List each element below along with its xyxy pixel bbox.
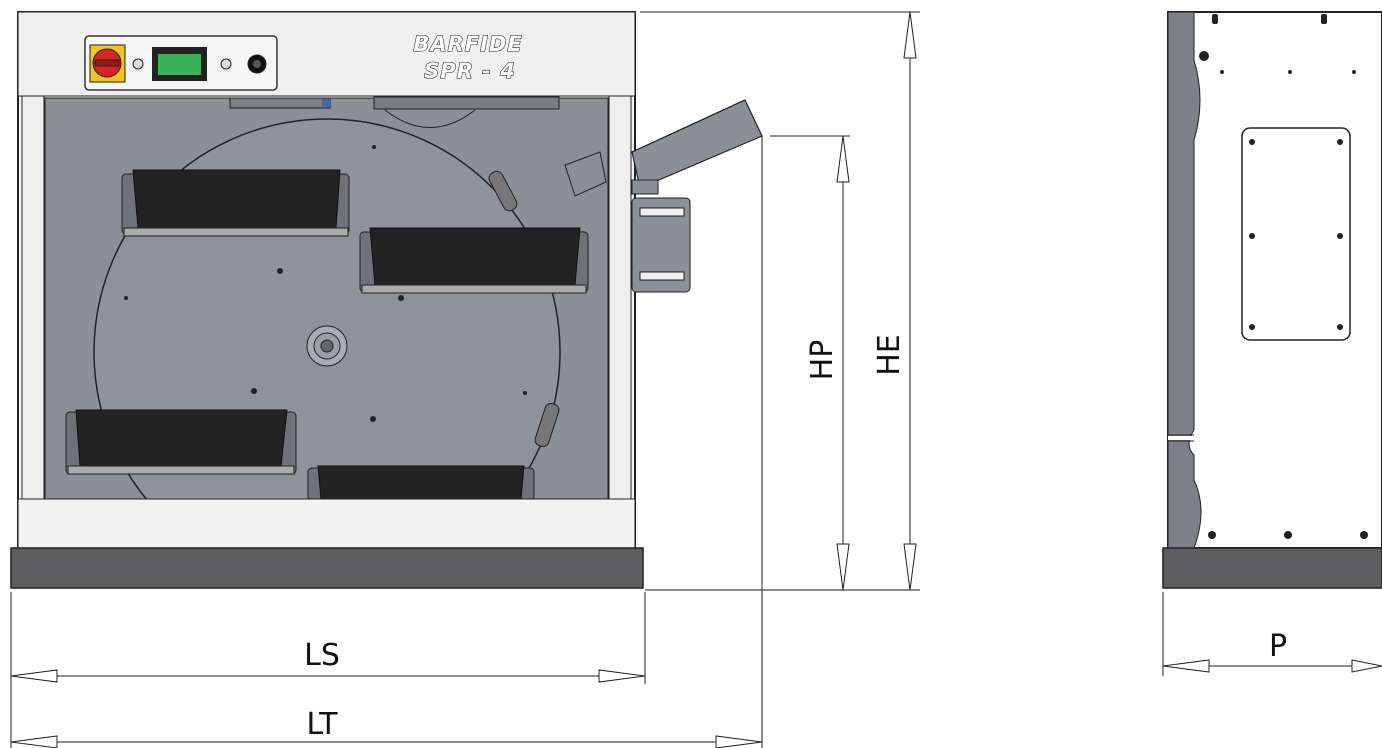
top-bolts — [1199, 14, 1356, 74]
trough — [121, 169, 350, 237]
side-profile — [1167, 11, 1202, 549]
ls-dimension: LS — [10, 638, 646, 683]
front-view: BARFIDE SPR - 4 — [10, 11, 763, 589]
trough — [65, 409, 297, 475]
brand-label: BARFIDE — [413, 32, 522, 56]
plate-bolts — [1249, 139, 1343, 330]
left-upright — [21, 95, 45, 500]
trough — [359, 227, 589, 294]
bottom-frame — [17, 498, 636, 549]
base-plinth — [10, 547, 644, 589]
side-chute — [564, 99, 763, 293]
disc-bolts — [124, 145, 527, 422]
indicator-icon — [132, 58, 144, 70]
disc-hub-icon — [306, 325, 348, 367]
front-dimensions: HP HE LS LT — [10, 11, 920, 748]
model-label: SPR - 4 — [424, 59, 516, 83]
he-dimension: HE — [872, 11, 917, 591]
main-switch-icon — [89, 44, 126, 83]
inspection-plate — [1241, 127, 1351, 341]
display-screen — [152, 47, 207, 81]
he-label: HE — [872, 334, 907, 376]
indicator-icon — [220, 58, 232, 70]
hp-dimension: HP — [805, 135, 850, 591]
right-upright — [608, 95, 632, 500]
p-label: P — [1269, 629, 1287, 664]
hp-label: HP — [805, 340, 840, 381]
bottom-bolts — [1208, 531, 1368, 539]
lt-dimension: LT — [10, 707, 763, 748]
side-base — [1162, 547, 1382, 589]
p-dimension: P — [1162, 592, 1382, 676]
lt-label: LT — [307, 707, 339, 742]
trough — [307, 465, 535, 501]
side-view — [1162, 11, 1382, 589]
ls-label: LS — [304, 638, 340, 673]
